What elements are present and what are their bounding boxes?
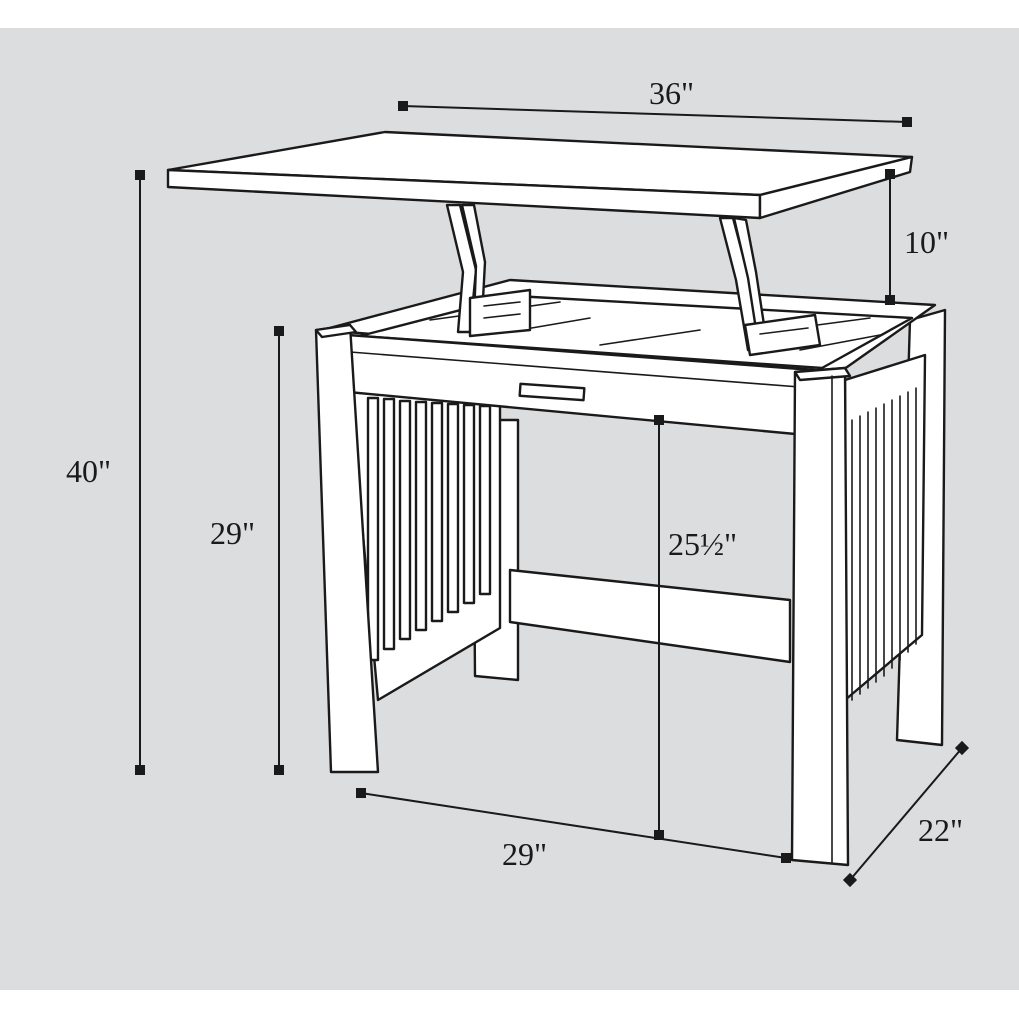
lift-mechanism bbox=[445, 203, 822, 357]
label-table-height: 29" bbox=[210, 515, 255, 551]
table-base bbox=[314, 278, 947, 867]
stretcher bbox=[508, 568, 792, 664]
dimension-lines bbox=[135, 101, 970, 888]
left-side-slats bbox=[366, 396, 492, 662]
label-knee-clearance: 25½" bbox=[668, 526, 737, 562]
right-side-slats bbox=[851, 387, 917, 701]
label-top-width: 36" bbox=[649, 75, 694, 111]
table-top bbox=[166, 130, 914, 220]
dimension-labels: 36" 10" 40" 29" 25½" 29" 22" bbox=[66, 75, 963, 872]
label-depth: 22" bbox=[918, 812, 963, 848]
top-side-edge bbox=[758, 155, 914, 220]
drawer-pull bbox=[518, 382, 586, 402]
label-base-width: 29" bbox=[502, 836, 547, 872]
front-right-leg bbox=[790, 366, 850, 867]
label-overall-height: 40" bbox=[66, 453, 111, 489]
label-lift-height: 10" bbox=[904, 224, 949, 260]
